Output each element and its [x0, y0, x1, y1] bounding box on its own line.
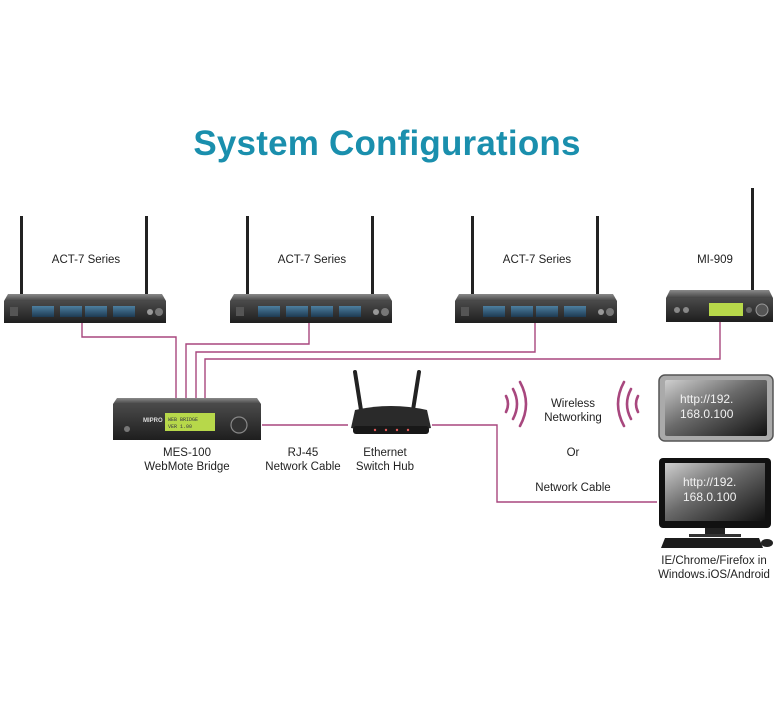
receiver-1-label: ACT-7 Series — [51, 254, 121, 266]
tablet-url-line1: http://192. — [680, 392, 734, 406]
network-cable-label: Network Cable — [535, 482, 611, 494]
computer-screen-text: http://192. 168.0.100 — [683, 475, 763, 505]
wireless-waves-left-icon — [504, 380, 528, 428]
cable-receiver-2 — [185, 323, 310, 400]
ethernet-switch-hub — [351, 370, 431, 434]
computer-caption-line2: Windows.iOS/Android — [658, 569, 770, 581]
cable-receiver-4 — [204, 322, 721, 400]
switch-label: Ethernet Switch Hub — [345, 446, 425, 474]
receiver-act7-2 — [230, 216, 392, 323]
rj45-cable-label: RJ-45 Network Cable — [258, 446, 348, 474]
receiver-2-label: ACT-7 Series — [277, 254, 347, 266]
tablet-screen-text: http://192. 168.0.100 — [680, 392, 760, 422]
bridge-mes100: MIPRO WEB BRIDGE VER 1.00 — [113, 398, 261, 440]
receiver-4-label: MI-909 — [697, 254, 733, 266]
rj45-label-line2: Network Cable — [265, 461, 341, 473]
computer-caption: IE/Chrome/Firefox in Windows.iOS/Android — [654, 554, 774, 582]
bridge-lcd-line2: VER 1.00 — [168, 424, 192, 430]
bridge-model: MES-100 — [163, 447, 211, 459]
cables — [81, 322, 721, 503]
receiver-act7-1 — [4, 216, 166, 323]
cable-network — [432, 424, 657, 503]
receiver-3-label: ACT-7 Series — [502, 254, 572, 266]
rj45-label-line1: RJ-45 — [287, 447, 319, 459]
bridge-label: MES-100 WebMote Bridge — [137, 446, 237, 474]
receiver-act7-3 — [455, 216, 617, 323]
receiver-mi909 — [666, 188, 773, 322]
tablet-device — [658, 374, 774, 442]
computer-url-line2: 168.0.100 — [683, 490, 737, 504]
desktop-computer — [659, 458, 773, 548]
bridge-lcd-line1: WEB BRIDGE — [168, 417, 198, 423]
computer-url-line1: http://192. — [683, 475, 737, 489]
computer-caption-line1: IE/Chrome/Firefox in — [661, 555, 767, 567]
cable-receiver-1 — [81, 323, 177, 400]
cable-receiver-3 — [195, 323, 536, 400]
bridge-brand: MIPRO — [143, 418, 163, 424]
switch-label-line1: Ethernet — [363, 447, 407, 459]
wireless-waves-right-icon — [616, 380, 640, 428]
page-title: System Configurations — [193, 124, 581, 163]
tablet-url-line2: 168.0.100 — [680, 407, 734, 421]
or-label: Or — [566, 447, 580, 459]
switch-label-line2: Switch Hub — [355, 461, 415, 473]
wireless-label-line2: Networking — [544, 412, 602, 424]
wireless-label-line1: Wireless — [550, 398, 596, 410]
bridge-name: WebMote Bridge — [144, 461, 230, 473]
wireless-label: Wireless Networking — [533, 397, 613, 425]
